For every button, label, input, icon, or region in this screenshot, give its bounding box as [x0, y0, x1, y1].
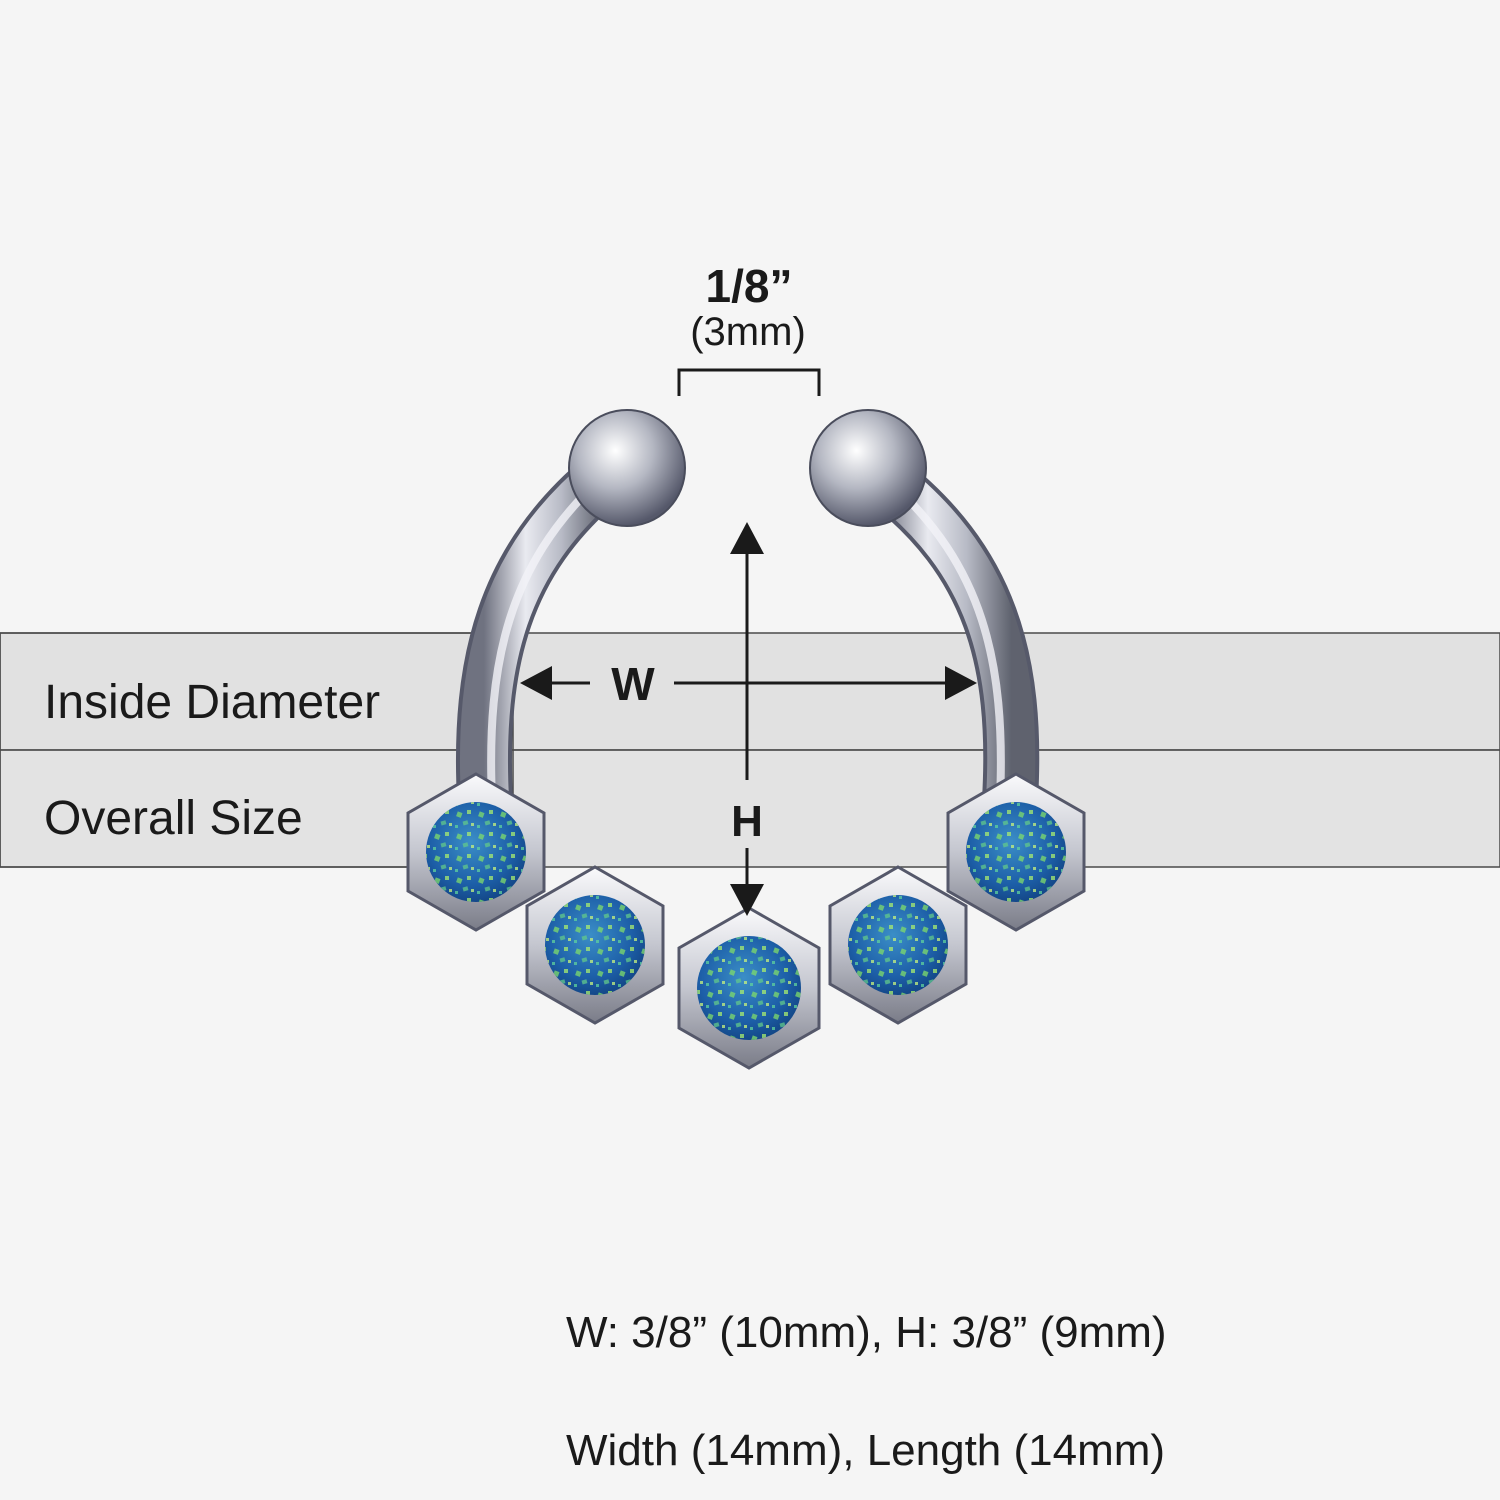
clip-wire — [455, 450, 1040, 828]
end-ball-right — [809, 409, 927, 527]
stone-setting-5 — [946, 772, 1086, 932]
gap-metric: (3mm) — [690, 310, 806, 354]
label-column-divider — [0, 632, 514, 868]
stone-setting-3 — [677, 906, 821, 1070]
gap-bracket — [677, 368, 821, 396]
end-ball-left — [568, 409, 686, 527]
arrow-right-icon — [945, 666, 977, 700]
stone-setting-2 — [525, 865, 665, 1025]
height-letter: H — [731, 797, 763, 846]
gap-fraction: 1/8” — [706, 260, 793, 312]
arrow-left-icon — [520, 666, 552, 700]
arrow-up-icon — [730, 522, 764, 554]
row-inside-diameter — [0, 632, 1500, 751]
stone-setting-4 — [828, 865, 968, 1025]
spec-inside-diameter: W: 3/8” (10mm), H: 3/8” (9mm) — [566, 1308, 1167, 1357]
width-arrow — [520, 666, 977, 700]
row-overall-size — [0, 749, 1500, 868]
row-label-overall-size: Overall Size — [44, 792, 303, 845]
stone-setting-1 — [406, 772, 546, 932]
width-letter: W — [611, 658, 655, 710]
arrow-down-icon — [730, 884, 764, 916]
spec-overall-size: Width (14mm), Length (14mm) — [566, 1426, 1166, 1475]
height-arrow — [730, 522, 764, 916]
row-label-inside-diameter: Inside Diameter — [44, 676, 380, 729]
